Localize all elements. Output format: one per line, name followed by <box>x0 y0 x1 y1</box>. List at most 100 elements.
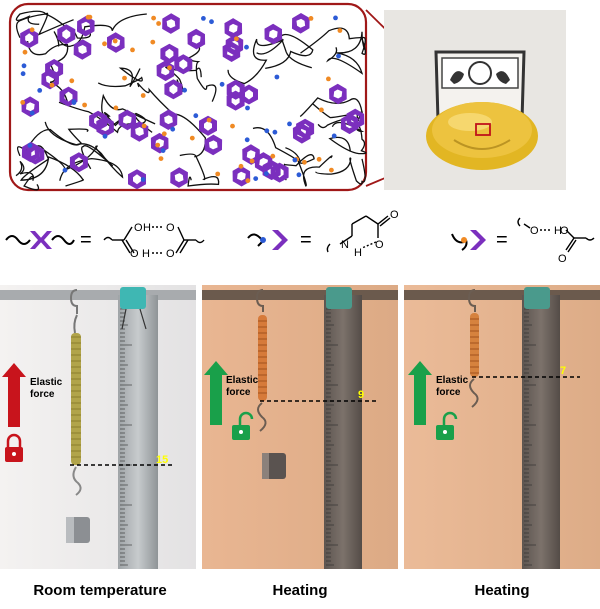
hbond-motif <box>199 115 217 136</box>
hbond-motif <box>106 32 125 53</box>
linker-dot <box>316 156 322 162</box>
network-strands <box>15 10 367 191</box>
linker-dot <box>193 113 199 119</box>
network-schematic-callout <box>8 2 368 192</box>
hbond-motif-icon <box>5 231 75 249</box>
linker-dot <box>264 128 270 134</box>
hbond-motif <box>57 24 76 45</box>
polymer-strand <box>326 31 366 75</box>
atom-label: H <box>554 225 562 237</box>
linker-dot <box>112 38 118 44</box>
linker-dot <box>158 156 164 162</box>
polymer-strand <box>179 153 220 187</box>
linker-dot <box>201 16 206 21</box>
linker-dot <box>238 163 244 169</box>
linker-dot <box>141 123 147 129</box>
linker-dot <box>302 159 307 165</box>
amino-acid-structure <box>326 215 391 253</box>
linker-dot <box>155 142 161 148</box>
hbond-motif <box>291 13 310 34</box>
linker-dot <box>182 87 188 93</box>
hbond-motif <box>225 34 244 56</box>
linker-dot <box>167 65 172 71</box>
hbond-motif <box>170 167 188 188</box>
caption-heating-2: Heating <box>474 582 530 599</box>
linker-dot <box>326 76 331 82</box>
linker-dot <box>20 100 26 105</box>
hbond-motif <box>73 39 92 60</box>
linker-dot <box>296 172 302 178</box>
atom-label: O <box>134 222 143 234</box>
linker-dot <box>82 102 87 108</box>
linker-dot <box>62 167 68 173</box>
linker-dot <box>245 105 250 111</box>
linker-dot <box>113 105 119 111</box>
ketone-linker-icon <box>451 230 486 251</box>
linker-dot <box>49 82 55 88</box>
linker-dot <box>253 176 259 182</box>
linker-dot <box>209 19 214 25</box>
linker-dot <box>71 100 77 105</box>
hbond-motif <box>150 132 169 154</box>
polymer-strand <box>227 38 284 85</box>
linker-dot <box>333 15 338 21</box>
hbond-motif <box>160 43 179 64</box>
experiment-panel-heating-1: Elastic force 9 <box>202 285 398 569</box>
linker-dot <box>292 157 298 163</box>
caption-heating-1: Heating <box>272 582 328 599</box>
measurement-label: 15 <box>156 454 168 466</box>
linker-dot <box>102 41 107 47</box>
linker-dot <box>37 88 43 93</box>
hbond-motif <box>204 134 223 156</box>
linker-dot <box>27 143 33 148</box>
polymer-strand <box>328 122 367 155</box>
polymer-strand <box>19 145 85 187</box>
polymer-strand <box>188 44 217 102</box>
linker-dot <box>151 15 157 21</box>
experiment-panel-heating-2: Elastic force 7 <box>404 285 600 569</box>
linker-dot <box>244 44 249 50</box>
linker-dot <box>21 63 27 69</box>
polymer-strand <box>15 160 40 191</box>
padlock-locked-icon <box>5 433 23 462</box>
carboxylic-dimer-structure <box>103 226 205 254</box>
polymer-strand <box>300 27 367 55</box>
atom-label: O <box>530 225 539 237</box>
amine-linker-icon <box>247 230 288 250</box>
hbond-motif <box>242 144 260 165</box>
linker-dot <box>140 177 146 182</box>
linker-dot <box>102 133 108 139</box>
atom-label: O <box>130 248 139 260</box>
atom-label: N <box>341 239 349 251</box>
polymer-strand <box>252 127 333 187</box>
hbond-motif <box>270 162 289 183</box>
ester-hbond-structure <box>517 217 595 253</box>
linker-dot <box>234 36 239 42</box>
hbond-motif <box>340 113 359 135</box>
linker-dot <box>219 81 225 87</box>
hbond-motif <box>20 28 39 49</box>
atom-label: H <box>142 248 150 260</box>
polymer-strand <box>53 13 147 47</box>
hbond-motif <box>21 96 40 117</box>
polymer-strand <box>299 97 363 119</box>
hbond-motif <box>159 109 178 130</box>
linker-dot <box>249 158 255 164</box>
atom-label: O <box>390 209 399 221</box>
linker-dot <box>272 129 278 135</box>
hbond-motif <box>224 18 243 39</box>
linker-dot <box>329 167 334 173</box>
polymer-strand <box>283 147 315 181</box>
elastic-force-label: force <box>30 389 55 400</box>
polymer-strand <box>265 33 314 70</box>
sample-photo <box>384 10 566 190</box>
linker-dot <box>336 53 341 59</box>
linker-dot <box>287 121 292 127</box>
experiment-photo-2: Elastic force 9 <box>202 285 398 569</box>
elastic-force-label: Elastic <box>436 375 469 386</box>
hbond-motif <box>264 23 283 45</box>
hbond-motif <box>69 152 88 173</box>
equals-sign-3: = <box>496 229 508 251</box>
hbond-motif <box>118 109 137 131</box>
linker-dot <box>270 153 276 159</box>
